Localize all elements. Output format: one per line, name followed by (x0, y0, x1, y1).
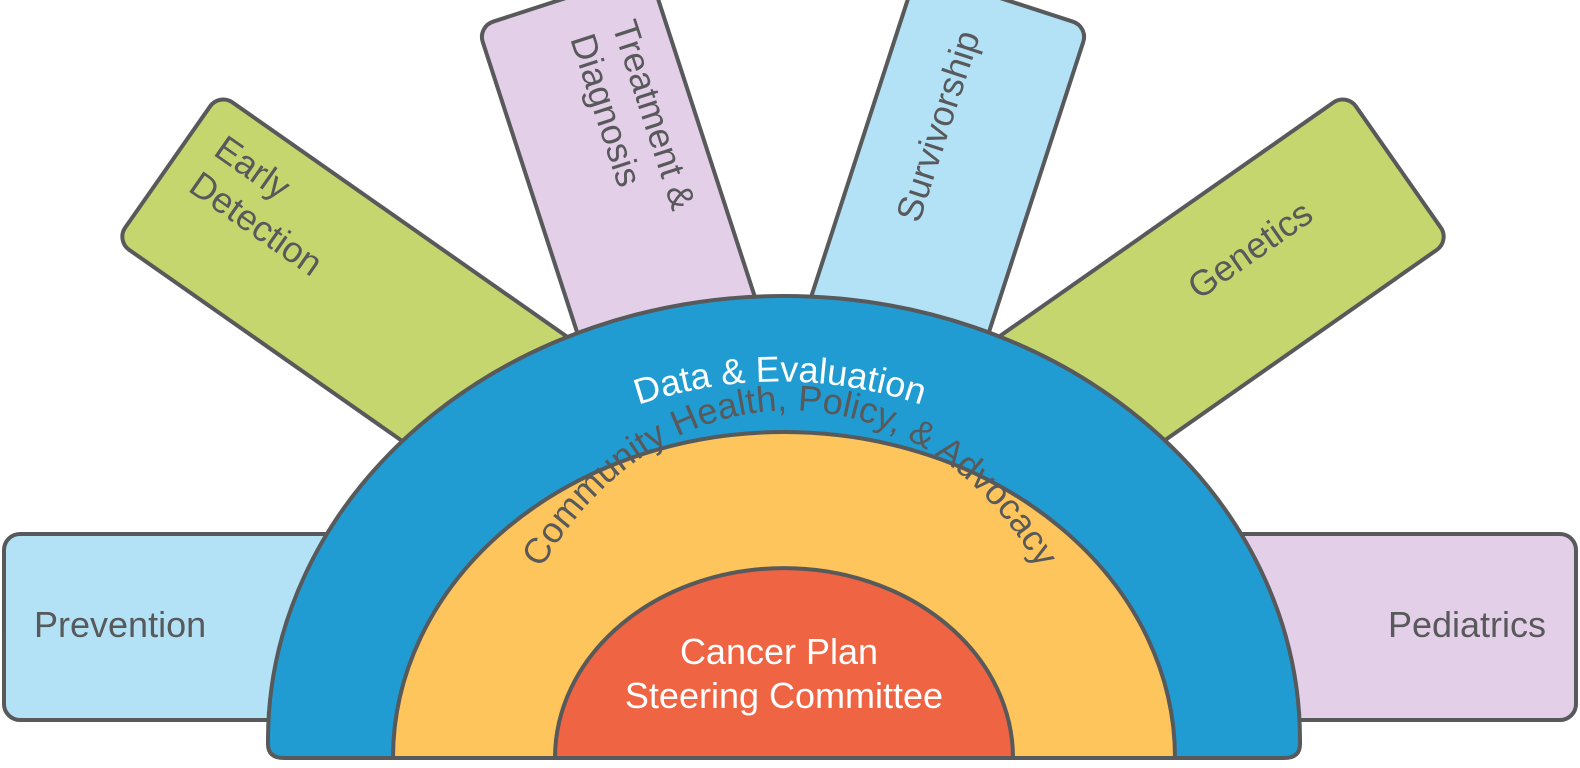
ring-steering: Cancer Plan Steering Committee (552, 566, 1016, 760)
pediatrics-label: Pediatrics (1388, 604, 1546, 645)
steering-label: Cancer Plan Steering Committee (625, 631, 943, 716)
prevention-label: Prevention (34, 604, 206, 645)
steering-line-2: Steering Committee (625, 675, 943, 716)
steering-line-1: Cancer Plan (680, 631, 878, 672)
steering-arc (552, 566, 1016, 760)
